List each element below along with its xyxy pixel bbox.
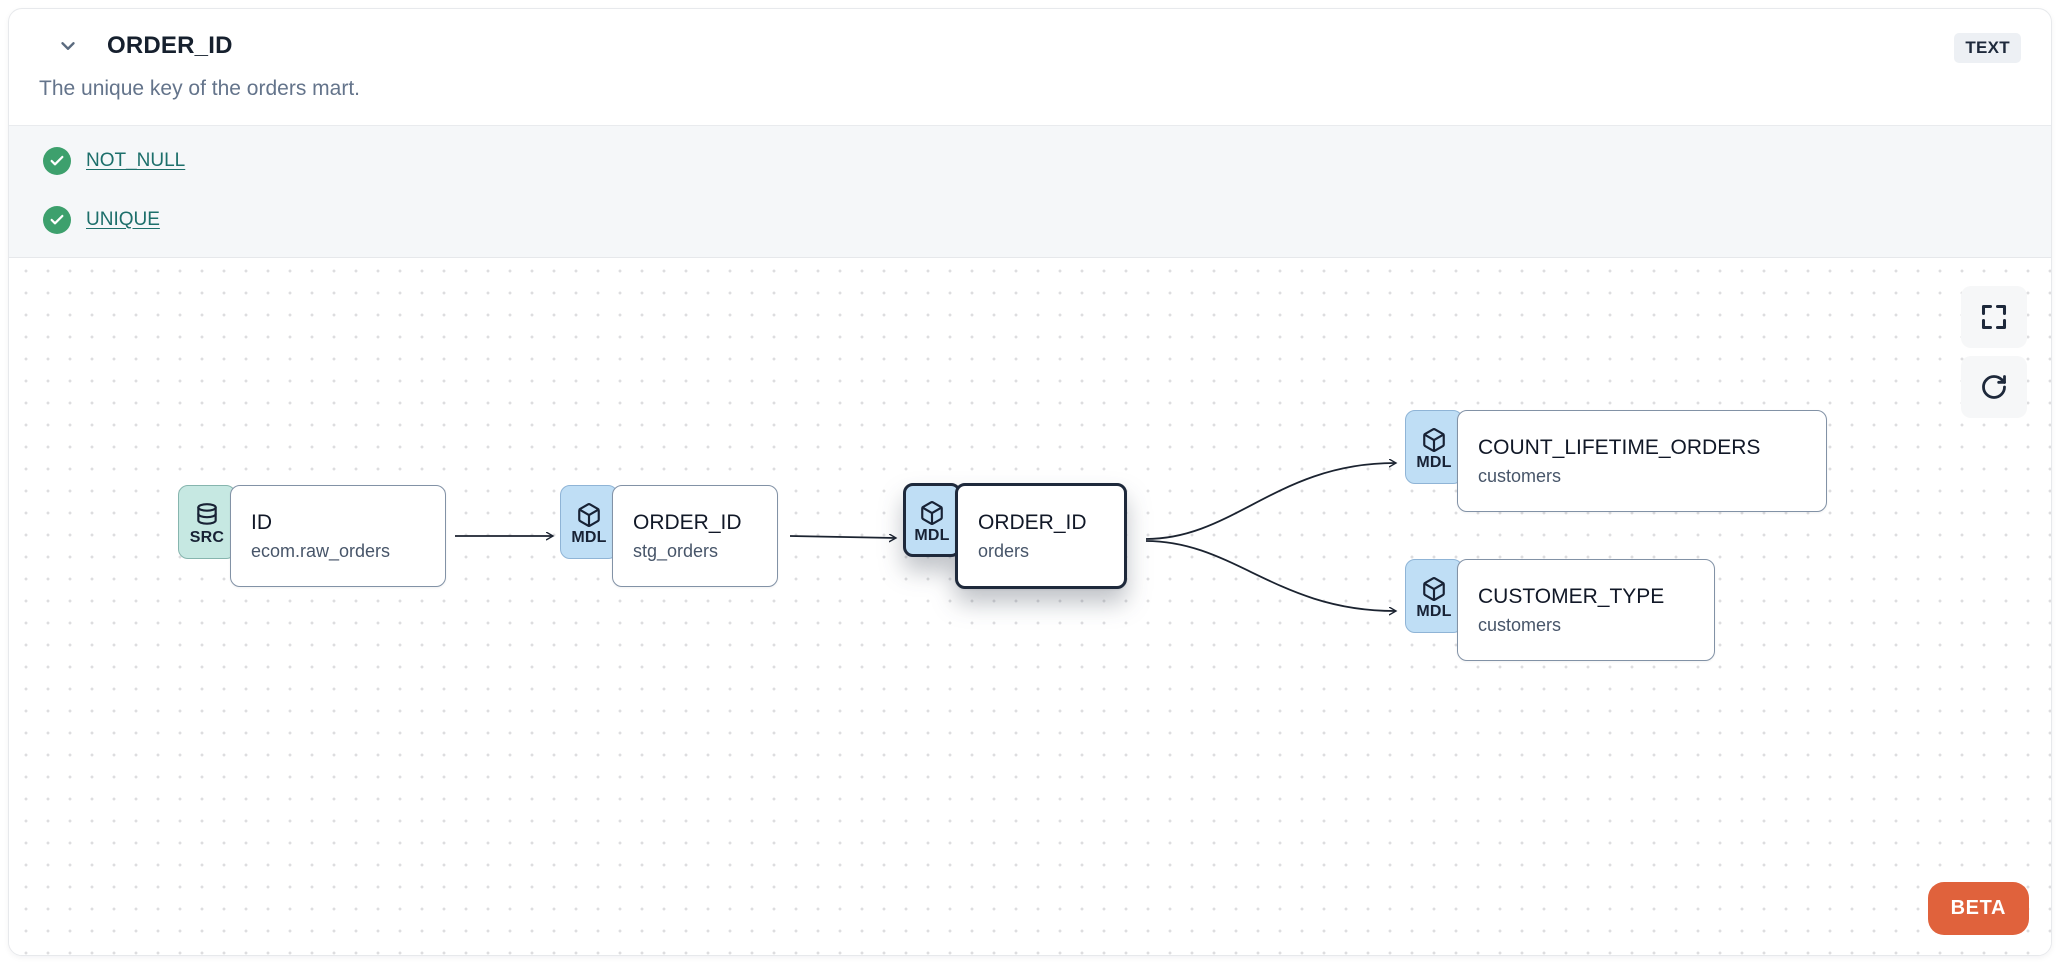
- lineage-node-customer-type[interactable]: MDL CUSTOMER_TYPE customers: [1405, 559, 1715, 661]
- node-title: COUNT_LIFETIME_ORDERS: [1478, 435, 1761, 459]
- tests-section: NOT_NULL UNIQUE: [9, 125, 2051, 258]
- cube-icon: [1423, 427, 1445, 452]
- node-subtitle: customers: [1478, 614, 1562, 635]
- node-card: ID ecom.raw_orders: [230, 485, 446, 587]
- node-card: COUNT_LIFETIME_ORDERS customers: [1457, 410, 1827, 512]
- node-card: CUSTOMER_TYPE customers: [1457, 559, 1715, 661]
- test-link-unique[interactable]: UNIQUE: [86, 209, 160, 230]
- node-title: ORDER_ID: [978, 510, 1087, 534]
- page-title: ORDER_ID: [107, 32, 233, 59]
- mdl-badge: MDL: [1405, 410, 1463, 484]
- node-card: ORDER_ID stg_orders: [612, 485, 778, 587]
- column-description: The unique key of the orders mart.: [39, 77, 360, 100]
- lineage-canvas[interactable]: SRC ID ecom.raw_orders MDL ORDER_ID stg_…: [9, 258, 2051, 955]
- column-type-badge: TEXT: [1954, 33, 2021, 63]
- collapse-button[interactable]: [53, 31, 83, 61]
- cube-icon: [921, 500, 943, 525]
- lineage-node-stg-orders[interactable]: MDL ORDER_ID stg_orders: [560, 485, 778, 587]
- beta-badge: BETA: [1927, 882, 2029, 935]
- fullscreen-icon: [1981, 304, 2007, 330]
- test-row: NOT_NULL: [43, 147, 2021, 175]
- chevron-down-icon: [61, 42, 75, 50]
- lineage-node-source-id[interactable]: SRC ID ecom.raw_orders: [178, 485, 446, 587]
- refresh-button[interactable]: [1961, 356, 2027, 418]
- refresh-icon: [1982, 375, 2006, 399]
- cube-icon: [1423, 576, 1445, 601]
- mdl-badge: MDL: [560, 485, 618, 559]
- src-badge: SRC: [178, 485, 236, 559]
- canvas-controls: [1961, 286, 2027, 418]
- title-row: ORDER_ID: [53, 31, 2021, 61]
- node-subtitle: orders: [978, 540, 1030, 561]
- node-title: ID: [251, 510, 272, 534]
- database-icon: [197, 502, 217, 525]
- lineage-node-count-lifetime-orders[interactable]: MDL COUNT_LIFETIME_ORDERS customers: [1405, 410, 1827, 512]
- node-title: ORDER_ID: [633, 510, 742, 534]
- test-link-not-null[interactable]: NOT_NULL: [86, 150, 186, 171]
- check-icon: [43, 206, 71, 234]
- node-badge-label: MDL: [1416, 602, 1452, 620]
- lineage-node-orders-selected[interactable]: MDL ORDER_ID orders: [903, 483, 1127, 589]
- node-card: ORDER_ID orders: [955, 483, 1127, 589]
- node-badge-label: MDL: [1416, 453, 1452, 471]
- node-subtitle: stg_orders: [633, 540, 719, 561]
- node-title: CUSTOMER_TYPE: [1478, 584, 1665, 608]
- node-badge-label: MDL: [914, 526, 950, 544]
- column-details-card: ORDER_ID TEXT The unique key of the orde…: [8, 8, 2052, 956]
- node-badge-label: SRC: [189, 528, 225, 546]
- node-subtitle: ecom.raw_orders: [251, 540, 391, 561]
- node-badge-label: MDL: [571, 528, 607, 546]
- mdl-badge: MDL: [903, 483, 961, 557]
- mdl-badge: MDL: [1405, 559, 1463, 633]
- header: ORDER_ID TEXT The unique key of the orde…: [9, 9, 2051, 125]
- fullscreen-button[interactable]: [1961, 286, 2027, 348]
- cube-icon: [578, 502, 600, 527]
- node-subtitle: customers: [1478, 465, 1562, 486]
- test-row: UNIQUE: [43, 206, 2021, 234]
- lineage-edges: [455, 258, 2051, 942]
- check-icon: [43, 147, 71, 175]
